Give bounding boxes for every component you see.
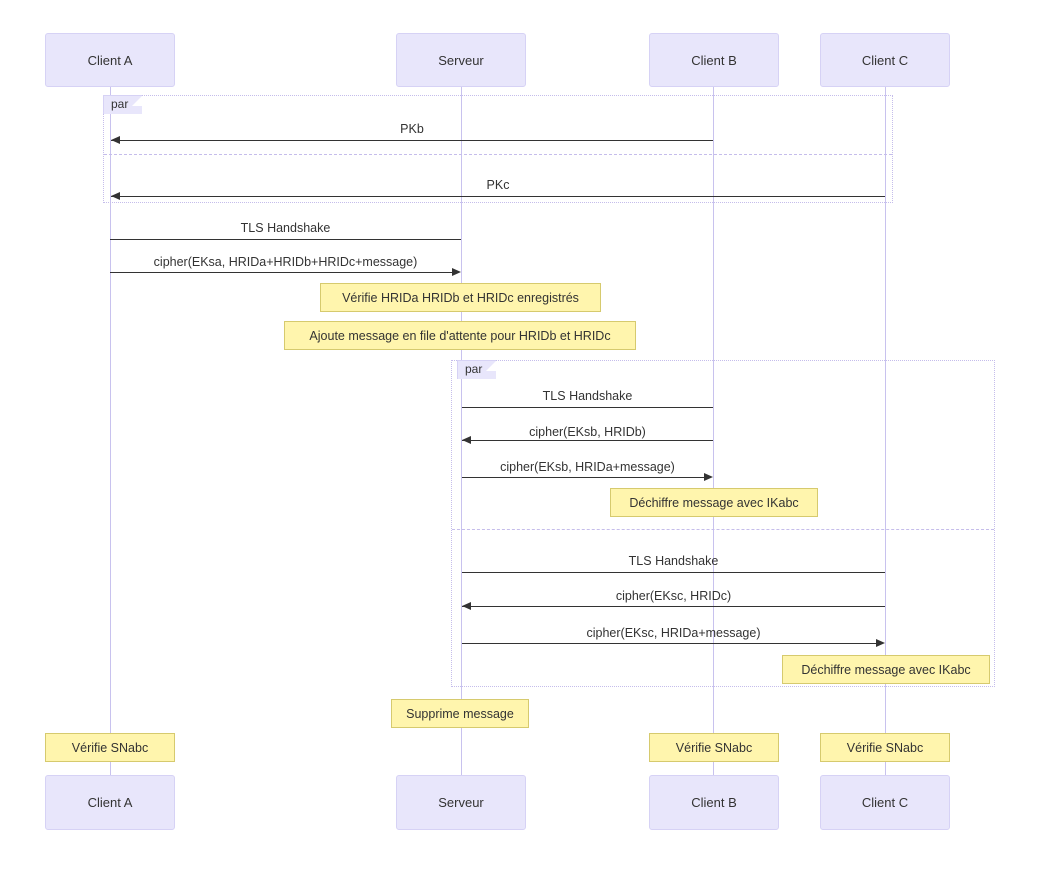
message-arrowhead-cipher-eksb-hrida-message <box>704 473 713 481</box>
message-label-pkb: PKb <box>400 122 424 136</box>
participant-client-c-bottom[interactable]: Client C <box>820 775 950 830</box>
note-dechiffre-message-ikabc-b: Déchiffre message avec IKabc <box>610 488 818 517</box>
message-line-tls-handshake-a-s <box>110 239 461 240</box>
note-dechiffre-message-ikabc-c: Déchiffre message avec IKabc <box>782 655 990 684</box>
message-label-cipher-eksb-hridb: cipher(EKsb, HRIDb) <box>529 425 646 439</box>
fragment-par-2 <box>451 360 995 687</box>
participant-client-a-top[interactable]: Client A <box>45 33 175 87</box>
participant-client-b-bottom[interactable]: Client B <box>649 775 779 830</box>
fragment-par-2-divider <box>452 529 994 530</box>
message-line-cipher-eksb-hridb <box>462 440 713 441</box>
note-verifie-snabc-c: Vérifie SNabc <box>820 733 950 762</box>
message-line-cipher-eksa <box>110 272 452 273</box>
message-label-tls-handshake-a-s: TLS Handshake <box>240 221 331 235</box>
participant-client-c-top[interactable]: Client C <box>820 33 950 87</box>
message-arrowhead-pkc <box>111 192 120 200</box>
message-arrowhead-cipher-eksb-hridb <box>462 436 471 444</box>
participant-client-a-bottom[interactable]: Client A <box>45 775 175 830</box>
message-label-tls-handshake-s-c: TLS Handshake <box>628 554 719 568</box>
note-supprime-message: Supprime message <box>391 699 529 728</box>
message-arrowhead-cipher-eksc-hridc <box>462 602 471 610</box>
message-line-tls-handshake-s-b <box>462 407 713 408</box>
lifeline-client-c <box>885 87 886 775</box>
note-verifie-snabc-a: Vérifie SNabc <box>45 733 175 762</box>
message-line-cipher-eksb-hrida-message <box>462 477 704 478</box>
note-verifie-snabc-b: Vérifie SNabc <box>649 733 779 762</box>
fragment-par-1-divider <box>104 154 892 155</box>
participant-serveur-bottom[interactable]: Serveur <box>396 775 526 830</box>
participant-serveur-top[interactable]: Serveur <box>396 33 526 87</box>
message-arrowhead-cipher-eksc-hrida-message <box>876 639 885 647</box>
message-arrowhead-cipher-eksa <box>452 268 461 276</box>
message-line-pkb <box>111 140 713 141</box>
lifeline-client-b <box>713 87 714 775</box>
message-label-cipher-eksc-hridc: cipher(EKsc, HRIDc) <box>615 589 732 603</box>
fragment-par-1 <box>103 95 893 203</box>
message-line-cipher-eksc-hridc <box>462 606 885 607</box>
message-arrowhead-pkb <box>111 136 120 144</box>
fragment-par-1-label: par <box>103 95 143 114</box>
message-label-cipher-eksa: cipher(EKsa, HRIDa+HRIDb+HRIDc+message) <box>153 255 418 269</box>
message-line-cipher-eksc-hrida-message <box>462 643 876 644</box>
message-label-tls-handshake-s-b: TLS Handshake <box>542 389 633 403</box>
message-line-tls-handshake-s-c <box>462 572 885 573</box>
fragment-par-2-label: par <box>457 360 497 379</box>
participant-client-b-top[interactable]: Client B <box>649 33 779 87</box>
message-label-cipher-eksb-hrida-message: cipher(EKsb, HRIDa+message) <box>500 460 675 474</box>
note-ajoute-message-file-attente: Ajoute message en file d'attente pour HR… <box>284 321 636 350</box>
message-line-pkc <box>111 196 885 197</box>
message-label-cipher-eksc-hrida-message: cipher(EKsc, HRIDa+message) <box>586 626 761 640</box>
note-verifie-hrid-enregistres: Vérifie HRIDa HRIDb et HRIDc enregistrés <box>320 283 601 312</box>
lifeline-client-a <box>110 87 111 775</box>
lifeline-serveur <box>461 87 462 775</box>
message-label-pkc: PKc <box>486 178 510 192</box>
